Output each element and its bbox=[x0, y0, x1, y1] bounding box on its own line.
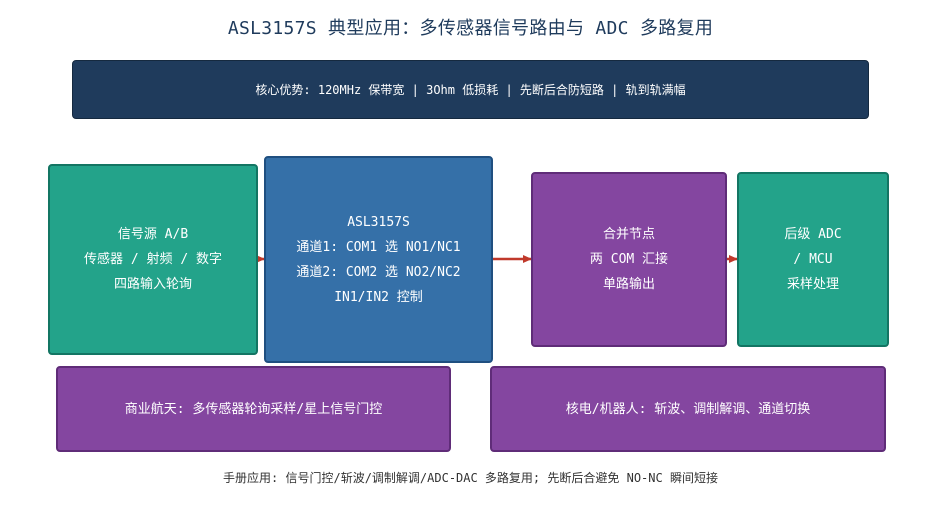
merge-line-1: 合并节点 bbox=[602, 227, 655, 242]
footer-note: 手册应用: 信号门控/斩波/调制解调/ADC-DAC 多路复用; 先断后合避免 … bbox=[223, 471, 718, 485]
signal-source-line-3: 四路输入轮询 bbox=[113, 277, 192, 292]
nuclear-robotics-application-box: 核电/机器人: 斩波、调制解调、通道切换 bbox=[490, 366, 886, 452]
merge-line-3: 单路输出 bbox=[602, 277, 655, 292]
adc-line-1: 后级 ADC bbox=[784, 227, 842, 242]
switch-line-1: ASL3157S bbox=[347, 214, 410, 230]
adc-mcu-node: 后级 ADC / MCU 采样处理 bbox=[737, 172, 889, 347]
core-advantages-text: 核心优势: 120MHz 保带宽 | 3Ohm 低损耗 | 先断后合防短路 | … bbox=[255, 83, 686, 97]
aerospace-application-box: 商业航天: 多传感器轮询采样/星上信号门控 bbox=[56, 366, 451, 452]
signal-source-line-2: 传感器 / 射频 / 数字 bbox=[84, 252, 222, 267]
switch-line-2: 通道1: COM1 选 NO1/NC1 bbox=[296, 239, 461, 255]
adc-line-3: 采样处理 bbox=[786, 277, 839, 292]
core-advantages-banner: 核心优势: 120MHz 保带宽 | 3Ohm 低损耗 | 先断后合防短路 | … bbox=[72, 60, 869, 119]
merge-node: 合并节点 两 COM 汇接 单路输出 bbox=[531, 172, 727, 347]
switch-line-3: 通道2: COM2 选 NO2/NC2 bbox=[296, 264, 461, 280]
aerospace-application-text: 商业航天: 多传感器轮询采样/星上信号门控 bbox=[124, 401, 383, 417]
merge-line-2: 两 COM 汇接 bbox=[589, 252, 669, 267]
switch-line-4: IN1/IN2 控制 bbox=[334, 289, 423, 305]
asl3157s-switch-node: ASL3157S 通道1: COM1 选 NO1/NC1 通道2: COM2 选… bbox=[264, 156, 493, 363]
adc-line-2: / MCU bbox=[793, 252, 833, 267]
signal-source-line-1: 信号源 A/B bbox=[117, 227, 189, 242]
diagram-title: ASL3157S 典型应用：多传感器信号路由与 ADC 多路复用 bbox=[227, 18, 714, 39]
signal-source-node: 信号源 A/B 传感器 / 射频 / 数字 四路输入轮询 bbox=[48, 164, 258, 355]
nuclear-robotics-application-text: 核电/机器人: 斩波、调制解调、通道切换 bbox=[565, 401, 811, 417]
